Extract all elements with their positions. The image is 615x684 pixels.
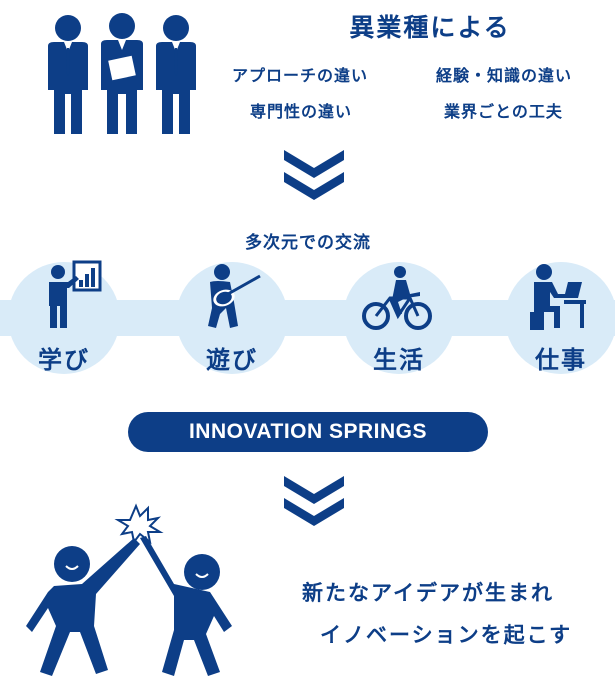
- chevron-down-icon: [284, 476, 344, 526]
- chevron-down-icon: [284, 150, 344, 200]
- difference-approach: アプローチの違い: [232, 66, 369, 85]
- domain-label-learning: 学び: [38, 346, 90, 374]
- domain-label-life: 生活: [373, 346, 425, 374]
- difference-experience: 経験・知識の違い: [436, 66, 573, 85]
- cyclist-icon: [362, 266, 432, 330]
- difference-expertise: 専門性の違い: [250, 102, 353, 121]
- domain-label-work: 仕事: [535, 346, 587, 374]
- result-line-1: 新たなアイデアが生まれ: [302, 581, 554, 605]
- high-five-icon: [26, 503, 232, 676]
- difference-industry: 業界ごとの工夫: [444, 102, 563, 121]
- innovation-springs-banner: INNOVATION SPRINGS: [128, 412, 488, 452]
- presenter-icon: [49, 260, 102, 328]
- interaction-title: 多次元での交流: [245, 233, 371, 253]
- laptop-worker-icon: [530, 264, 586, 330]
- guitarist-icon: [208, 264, 261, 328]
- result-line-2: イノベーションを起こす: [320, 623, 573, 647]
- domain-label-play: 遊び: [206, 346, 258, 374]
- header-title: 異業種による: [349, 13, 511, 42]
- business-people-icon: [48, 13, 196, 134]
